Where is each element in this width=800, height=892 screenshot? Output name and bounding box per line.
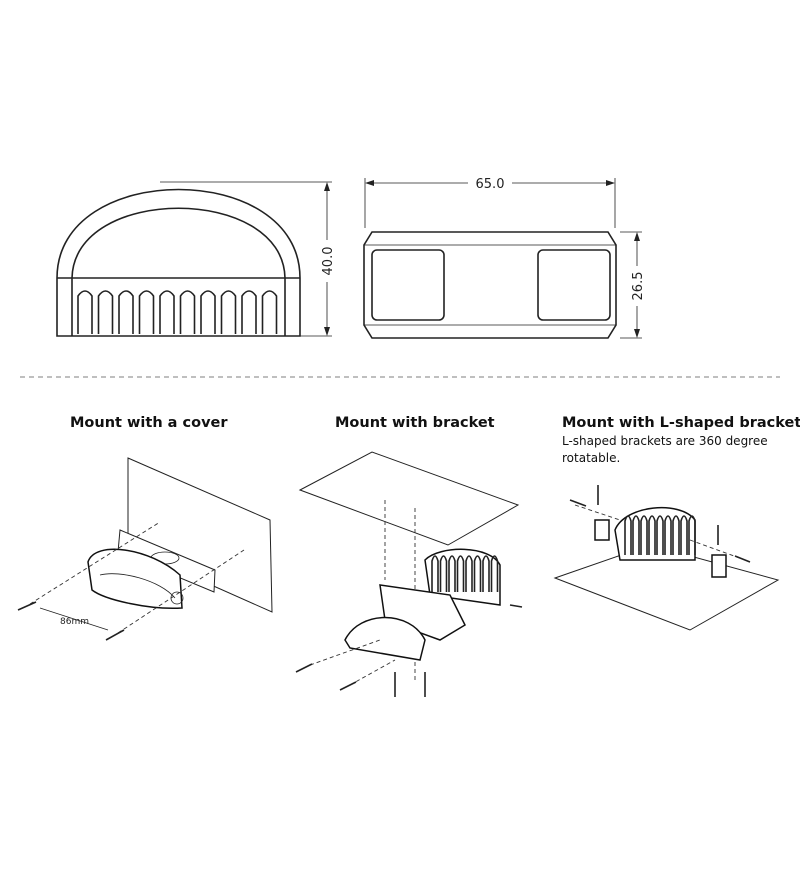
heat-sink-fin <box>159 290 175 334</box>
length-dimension: 65.0 <box>476 177 505 192</box>
mount-l-bracket-title: Mount with L-shaped brackets <box>562 415 800 431</box>
mount-bracket-title: Mount with bracket <box>335 415 495 431</box>
heat-sink-fin <box>640 515 648 555</box>
width-dimension: 26.5 <box>631 272 646 301</box>
l-bracket-description-2: rotatable. <box>562 451 620 465</box>
front-view: 40.0 <box>56 181 336 337</box>
heat-sink-fin <box>241 290 257 334</box>
bracket-mount-illustration <box>295 451 523 697</box>
heat-sink-fin <box>456 555 465 592</box>
heat-sink-fin <box>473 555 482 592</box>
heat-sink-fin <box>77 290 93 334</box>
l-bracket-description-1: L-shaped brackets are 360 degree <box>562 434 768 448</box>
top-view: 65.0 26.5 <box>363 177 646 339</box>
heat-sink-fin <box>632 515 640 555</box>
heat-sink-fin <box>672 515 680 555</box>
heat-sink-fin <box>490 555 499 592</box>
heat-sink-fin <box>656 515 664 555</box>
heat-sink-fin <box>624 515 632 555</box>
heat-sink-fin <box>118 290 134 334</box>
heat-sink-fin <box>261 290 278 334</box>
heat-sink-fin <box>431 555 439 592</box>
spacing-label: 86mm <box>60 617 89 627</box>
height-dimension: 40.0 <box>321 247 336 276</box>
mount-cover-title: Mount with a cover <box>70 415 228 431</box>
heat-sink-fin <box>138 290 155 334</box>
heat-sink-fin <box>664 515 672 555</box>
heat-sink-fin <box>179 290 196 334</box>
cover-mount-illustration: 86mm <box>17 457 273 641</box>
heat-sink-fin <box>688 515 696 555</box>
heat-sink-fin <box>97 290 114 334</box>
heat-sink-fin <box>465 555 473 592</box>
heat-sink-fin <box>482 555 490 592</box>
heat-sink-fin <box>448 555 456 592</box>
heat-sink-fin <box>200 290 216 334</box>
heat-sink-fin <box>439 555 448 592</box>
heat-sink-fin <box>220 290 237 334</box>
heat-sink-fin <box>648 515 656 555</box>
heat-sink-fin <box>680 515 688 555</box>
l-bracket-mount-illustration <box>553 485 780 631</box>
